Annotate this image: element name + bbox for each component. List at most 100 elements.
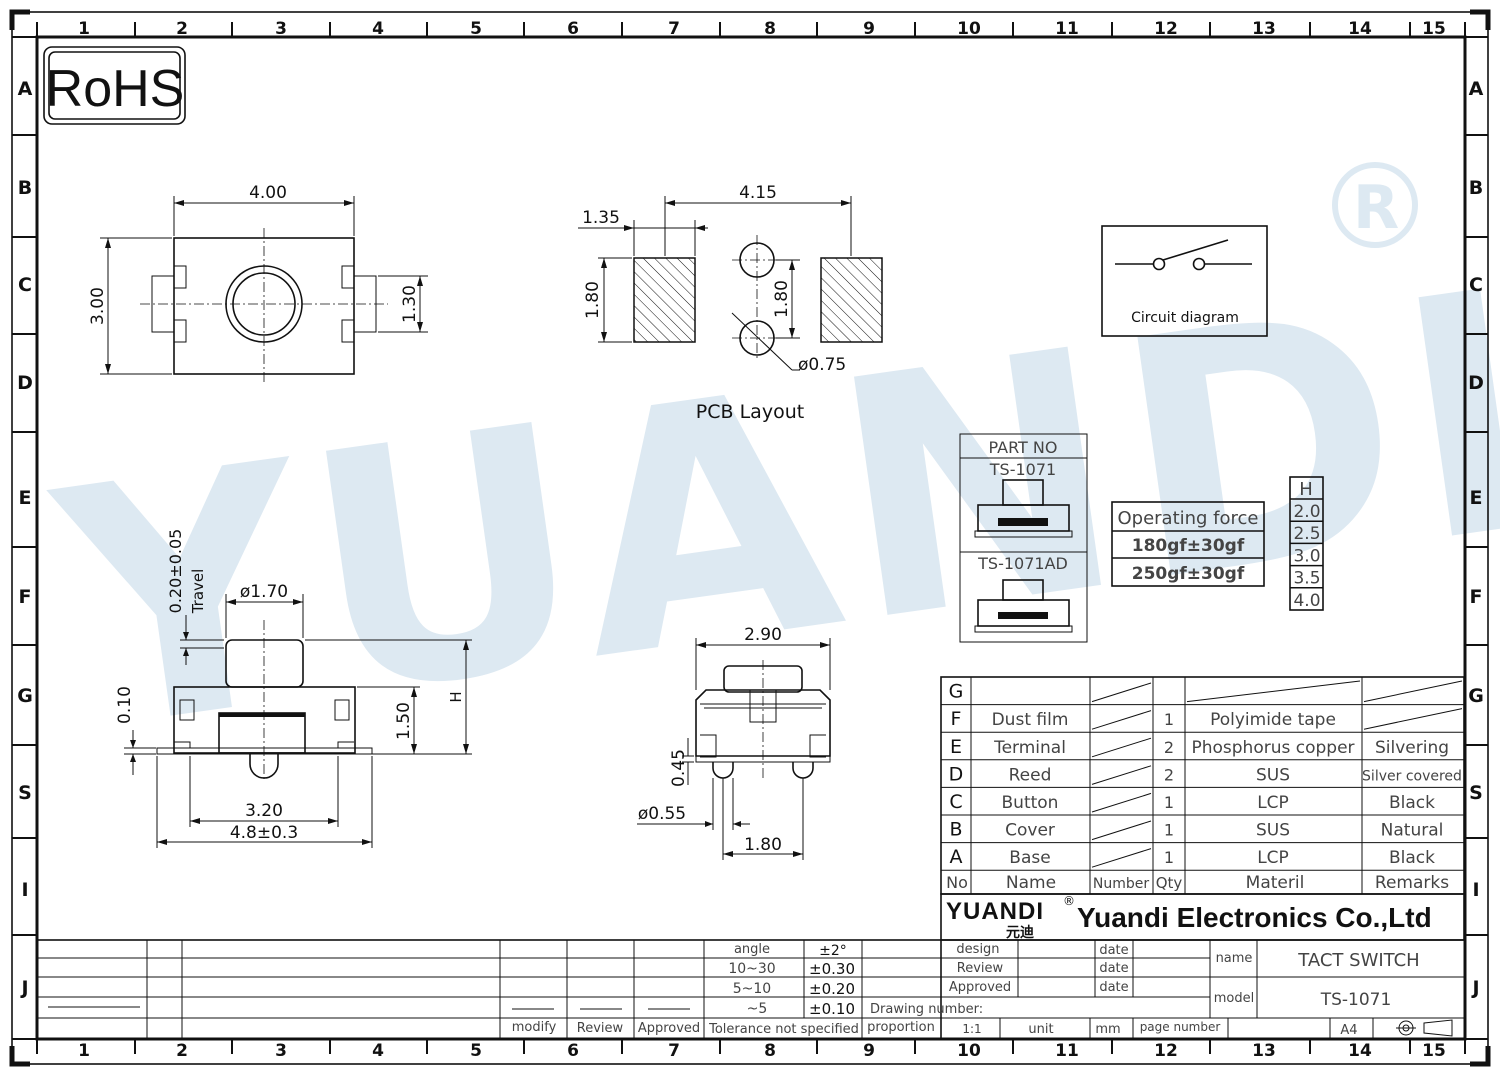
svg-text:元迪: 元迪 xyxy=(1006,924,1034,941)
svg-text:±0.30: ±0.30 xyxy=(809,960,855,978)
svg-text:±0.20: ±0.20 xyxy=(809,980,855,998)
svg-text:3.20: 3.20 xyxy=(245,801,283,821)
bom-no: C xyxy=(949,791,962,813)
column-label: 7 xyxy=(668,1041,680,1061)
height-value: 2.0 xyxy=(1293,502,1320,522)
svg-text:1.80: 1.80 xyxy=(744,835,782,855)
height-value: 2.5 xyxy=(1293,524,1320,544)
bom-no: E xyxy=(950,736,962,758)
svg-text:ø0.55: ø0.55 xyxy=(638,804,686,824)
svg-text:10~30: 10~30 xyxy=(728,961,775,977)
column-label: 11 xyxy=(1055,19,1079,39)
svg-text:3.00: 3.00 xyxy=(88,287,108,325)
bom-material: Phosphorus copper xyxy=(1191,738,1354,758)
row-label: J xyxy=(1470,977,1479,999)
svg-text:5~10: 5~10 xyxy=(733,981,771,997)
bom-header-remarks: Remarks xyxy=(1375,873,1449,893)
svg-text:page number: page number xyxy=(1140,1020,1221,1034)
row-label: A xyxy=(1469,78,1484,100)
pcb-layout: 4.15 1.35 1.80 1.80 ø0.75 PCB Layout xyxy=(578,183,883,423)
svg-text:Tolerance not specified: Tolerance not specified xyxy=(708,1022,859,1037)
bom-name: Dust film xyxy=(992,710,1069,730)
bom-remarks: Silvering xyxy=(1375,738,1449,758)
svg-text:TS-1071: TS-1071 xyxy=(1320,990,1392,1010)
company-banner: YUANDI 元迪 ® Yuandi Electronics Co.,Ltd xyxy=(940,893,1465,941)
svg-text:TACT SWITCH: TACT SWITCH xyxy=(1297,950,1419,971)
svg-text:date: date xyxy=(1099,961,1128,976)
svg-text:1.50: 1.50 xyxy=(394,702,414,740)
column-label: 4 xyxy=(372,19,384,39)
column-label: 4 xyxy=(372,1041,384,1061)
svg-text:modify: modify xyxy=(512,1020,557,1035)
outer-border xyxy=(11,11,1489,1065)
svg-text:0.45: 0.45 xyxy=(669,749,689,787)
bom-no: B xyxy=(949,819,962,841)
column-label: 3 xyxy=(275,1041,287,1061)
bom-material: LCP xyxy=(1257,848,1289,868)
column-label: 15 xyxy=(1422,19,1446,39)
svg-text:1.80: 1.80 xyxy=(772,280,792,318)
column-label: 6 xyxy=(567,19,579,39)
bom-header-material: Materil xyxy=(1246,873,1305,893)
svg-text:1:1: 1:1 xyxy=(962,1022,981,1036)
bom-material: SUS xyxy=(1256,765,1290,785)
rohs-badge: RoHS xyxy=(43,46,186,125)
svg-text:proportion: proportion xyxy=(867,1020,935,1035)
column-label: 5 xyxy=(470,19,482,39)
row-label: J xyxy=(19,977,28,999)
svg-text:2.90: 2.90 xyxy=(744,625,782,645)
bom-qty: 1 xyxy=(1164,821,1174,840)
svg-text:Review: Review xyxy=(957,961,1004,976)
column-label: 14 xyxy=(1348,19,1372,39)
row-label: S xyxy=(1469,782,1483,804)
svg-text:4.15: 4.15 xyxy=(739,183,777,203)
column-label: 14 xyxy=(1348,1041,1372,1061)
svg-text:TS-1071: TS-1071 xyxy=(989,460,1056,479)
row-label: D xyxy=(1468,372,1484,394)
svg-text:H: H xyxy=(1299,479,1313,500)
column-label: 3 xyxy=(275,19,287,39)
top-view: 4.00 3.00 1.30 xyxy=(88,183,428,384)
bom-name: Base xyxy=(1009,848,1050,868)
circuit-diagram: Circuit diagram xyxy=(1101,225,1268,337)
bom-qty: 1 xyxy=(1164,793,1174,812)
bom-material: Polyimide tape xyxy=(1210,710,1336,730)
svg-text:Travel: Travel xyxy=(189,569,207,615)
bom-material: LCP xyxy=(1257,793,1289,813)
row-label: I xyxy=(21,879,28,901)
row-label: I xyxy=(1472,879,1479,901)
svg-text:unit: unit xyxy=(1028,1022,1053,1037)
row-label: E xyxy=(19,487,32,509)
column-label: 10 xyxy=(957,19,981,39)
bom-name: Button xyxy=(1002,793,1059,813)
svg-text:Circuit diagram: Circuit diagram xyxy=(1131,310,1239,326)
column-label: 15 xyxy=(1422,1041,1446,1061)
row-label: G xyxy=(1468,685,1484,707)
row-label: C xyxy=(1469,274,1483,296)
svg-text:date: date xyxy=(1099,943,1128,958)
svg-text:name: name xyxy=(1216,951,1253,966)
bom-remarks: Black xyxy=(1389,848,1435,868)
row-label: D xyxy=(17,372,33,394)
svg-text:PART NO: PART NO xyxy=(989,438,1058,457)
height-value: 3.5 xyxy=(1293,569,1320,589)
bom-name: Terminal xyxy=(993,738,1066,758)
row-label: B xyxy=(18,177,32,199)
svg-text:Approved: Approved xyxy=(638,1021,700,1036)
svg-text:Approved: Approved xyxy=(949,980,1011,995)
svg-text:mm: mm xyxy=(1095,1022,1120,1037)
bom-remarks: Natural xyxy=(1381,821,1444,841)
svg-text:TS-1071AD: TS-1071AD xyxy=(977,554,1068,573)
title-block: angle ±2° 10~30 ±0.30 5~10 ±0.20 ~5 ±0.1… xyxy=(36,939,1466,1040)
bom-no: D xyxy=(949,763,964,785)
frame-ticks xyxy=(12,22,1488,1054)
svg-text:1.35: 1.35 xyxy=(582,208,620,228)
svg-text:H: H xyxy=(447,691,465,702)
row-label: S xyxy=(18,782,32,804)
